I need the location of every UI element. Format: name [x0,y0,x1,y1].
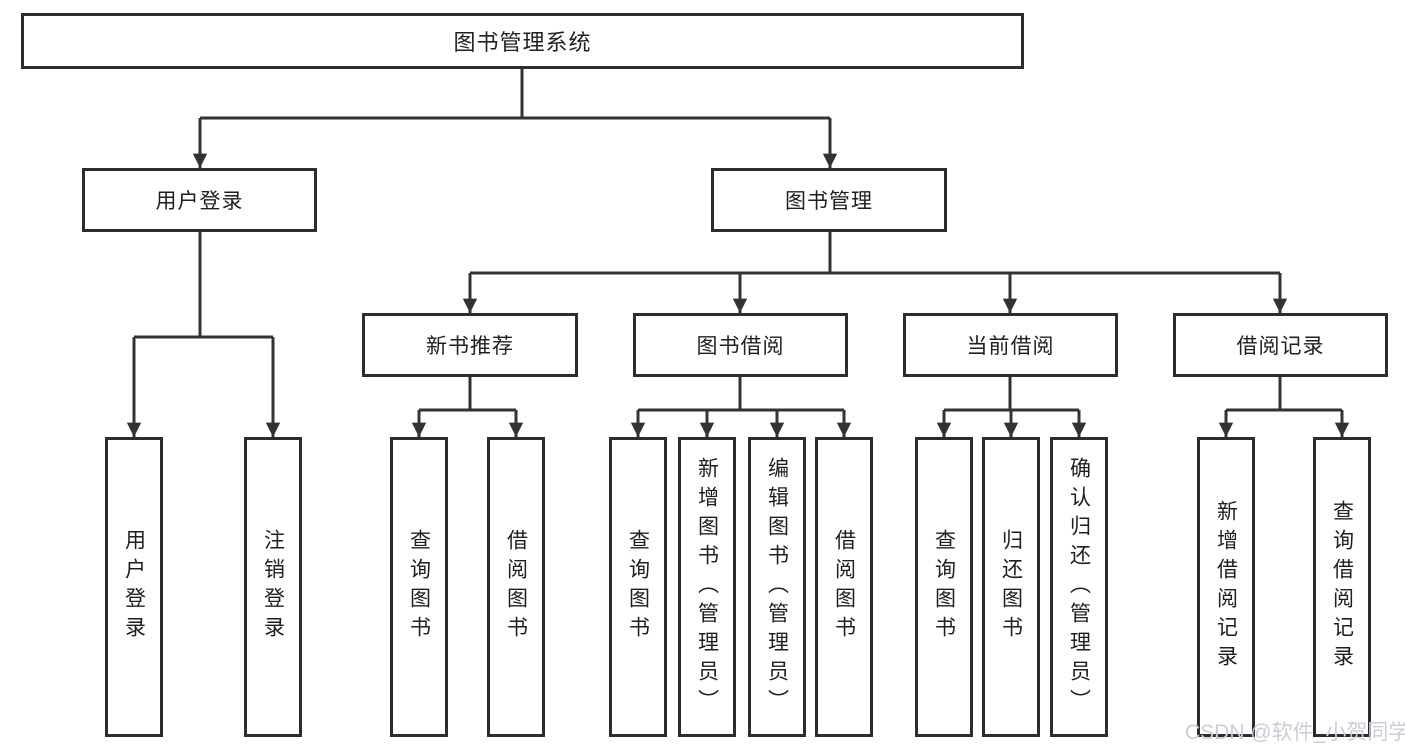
leaf-label: 新增图书（管理员） [695,456,719,718]
node-label: 当前借阅 [966,335,1055,358]
leaf-label: 查询图书 [407,529,431,645]
leaf-add-book-admin: 新增图书（管理员） [678,437,736,737]
leaf-borrow-book: 借阅图书 [815,437,873,737]
leaf-query-borrow-record: 查询借阅记录 [1313,437,1371,737]
leaf-label: 编辑图书（管理员） [765,456,789,718]
leaf-label: 确认归还（管理员） [1067,456,1091,718]
node-user-login: 用户登录 [82,168,317,232]
leaf-user-login: 用户登录 [105,437,163,737]
leaf-label: 查询借阅记录 [1330,500,1354,674]
leaf-query-book: 查询图书 [915,437,973,737]
leaf-query-book: 查询图书 [390,437,448,737]
node-root: 图书管理系统 [21,13,1024,69]
leaf-label: 查询图书 [626,529,650,645]
leaf-return-book: 归还图书 [982,437,1040,737]
leaf-label: 查询图书 [932,529,956,645]
leaf-edit-book-admin: 编辑图书（管理员） [748,437,806,737]
node-label: 新书推荐 [426,335,514,358]
node-label: 借阅记录 [1236,335,1325,358]
csdn-watermark: CSDN @软件_小贺同学 [1185,721,1405,744]
leaf-add-borrow-record: 新增借阅记录 [1197,437,1255,737]
leaf-logout: 注销登录 [244,437,302,737]
leaf-confirm-return-admin: 确认归还（管理员） [1050,437,1108,737]
leaf-label: 借阅图书 [504,529,528,645]
leaf-query-book: 查询图书 [609,437,667,737]
node-label: 图书借阅 [696,335,785,358]
node-book-management: 图书管理 [711,168,947,232]
node-root-label: 图书管理系统 [453,30,592,55]
node-label: 用户登录 [155,190,244,213]
node-borrow-records: 借阅记录 [1173,313,1388,377]
leaf-label: 借阅图书 [832,529,856,645]
node-new-book-recommend: 新书推荐 [362,313,578,377]
node-current-borrow: 当前借阅 [903,313,1118,377]
leaf-borrow-book: 借阅图书 [487,437,545,737]
leaf-label: 用户登录 [122,529,146,645]
leaf-label: 注销登录 [261,529,285,645]
leaf-label: 新增借阅记录 [1214,500,1238,674]
node-book-borrow: 图书借阅 [633,313,848,377]
leaf-label: 归还图书 [999,529,1023,645]
node-label: 图书管理 [785,190,873,213]
